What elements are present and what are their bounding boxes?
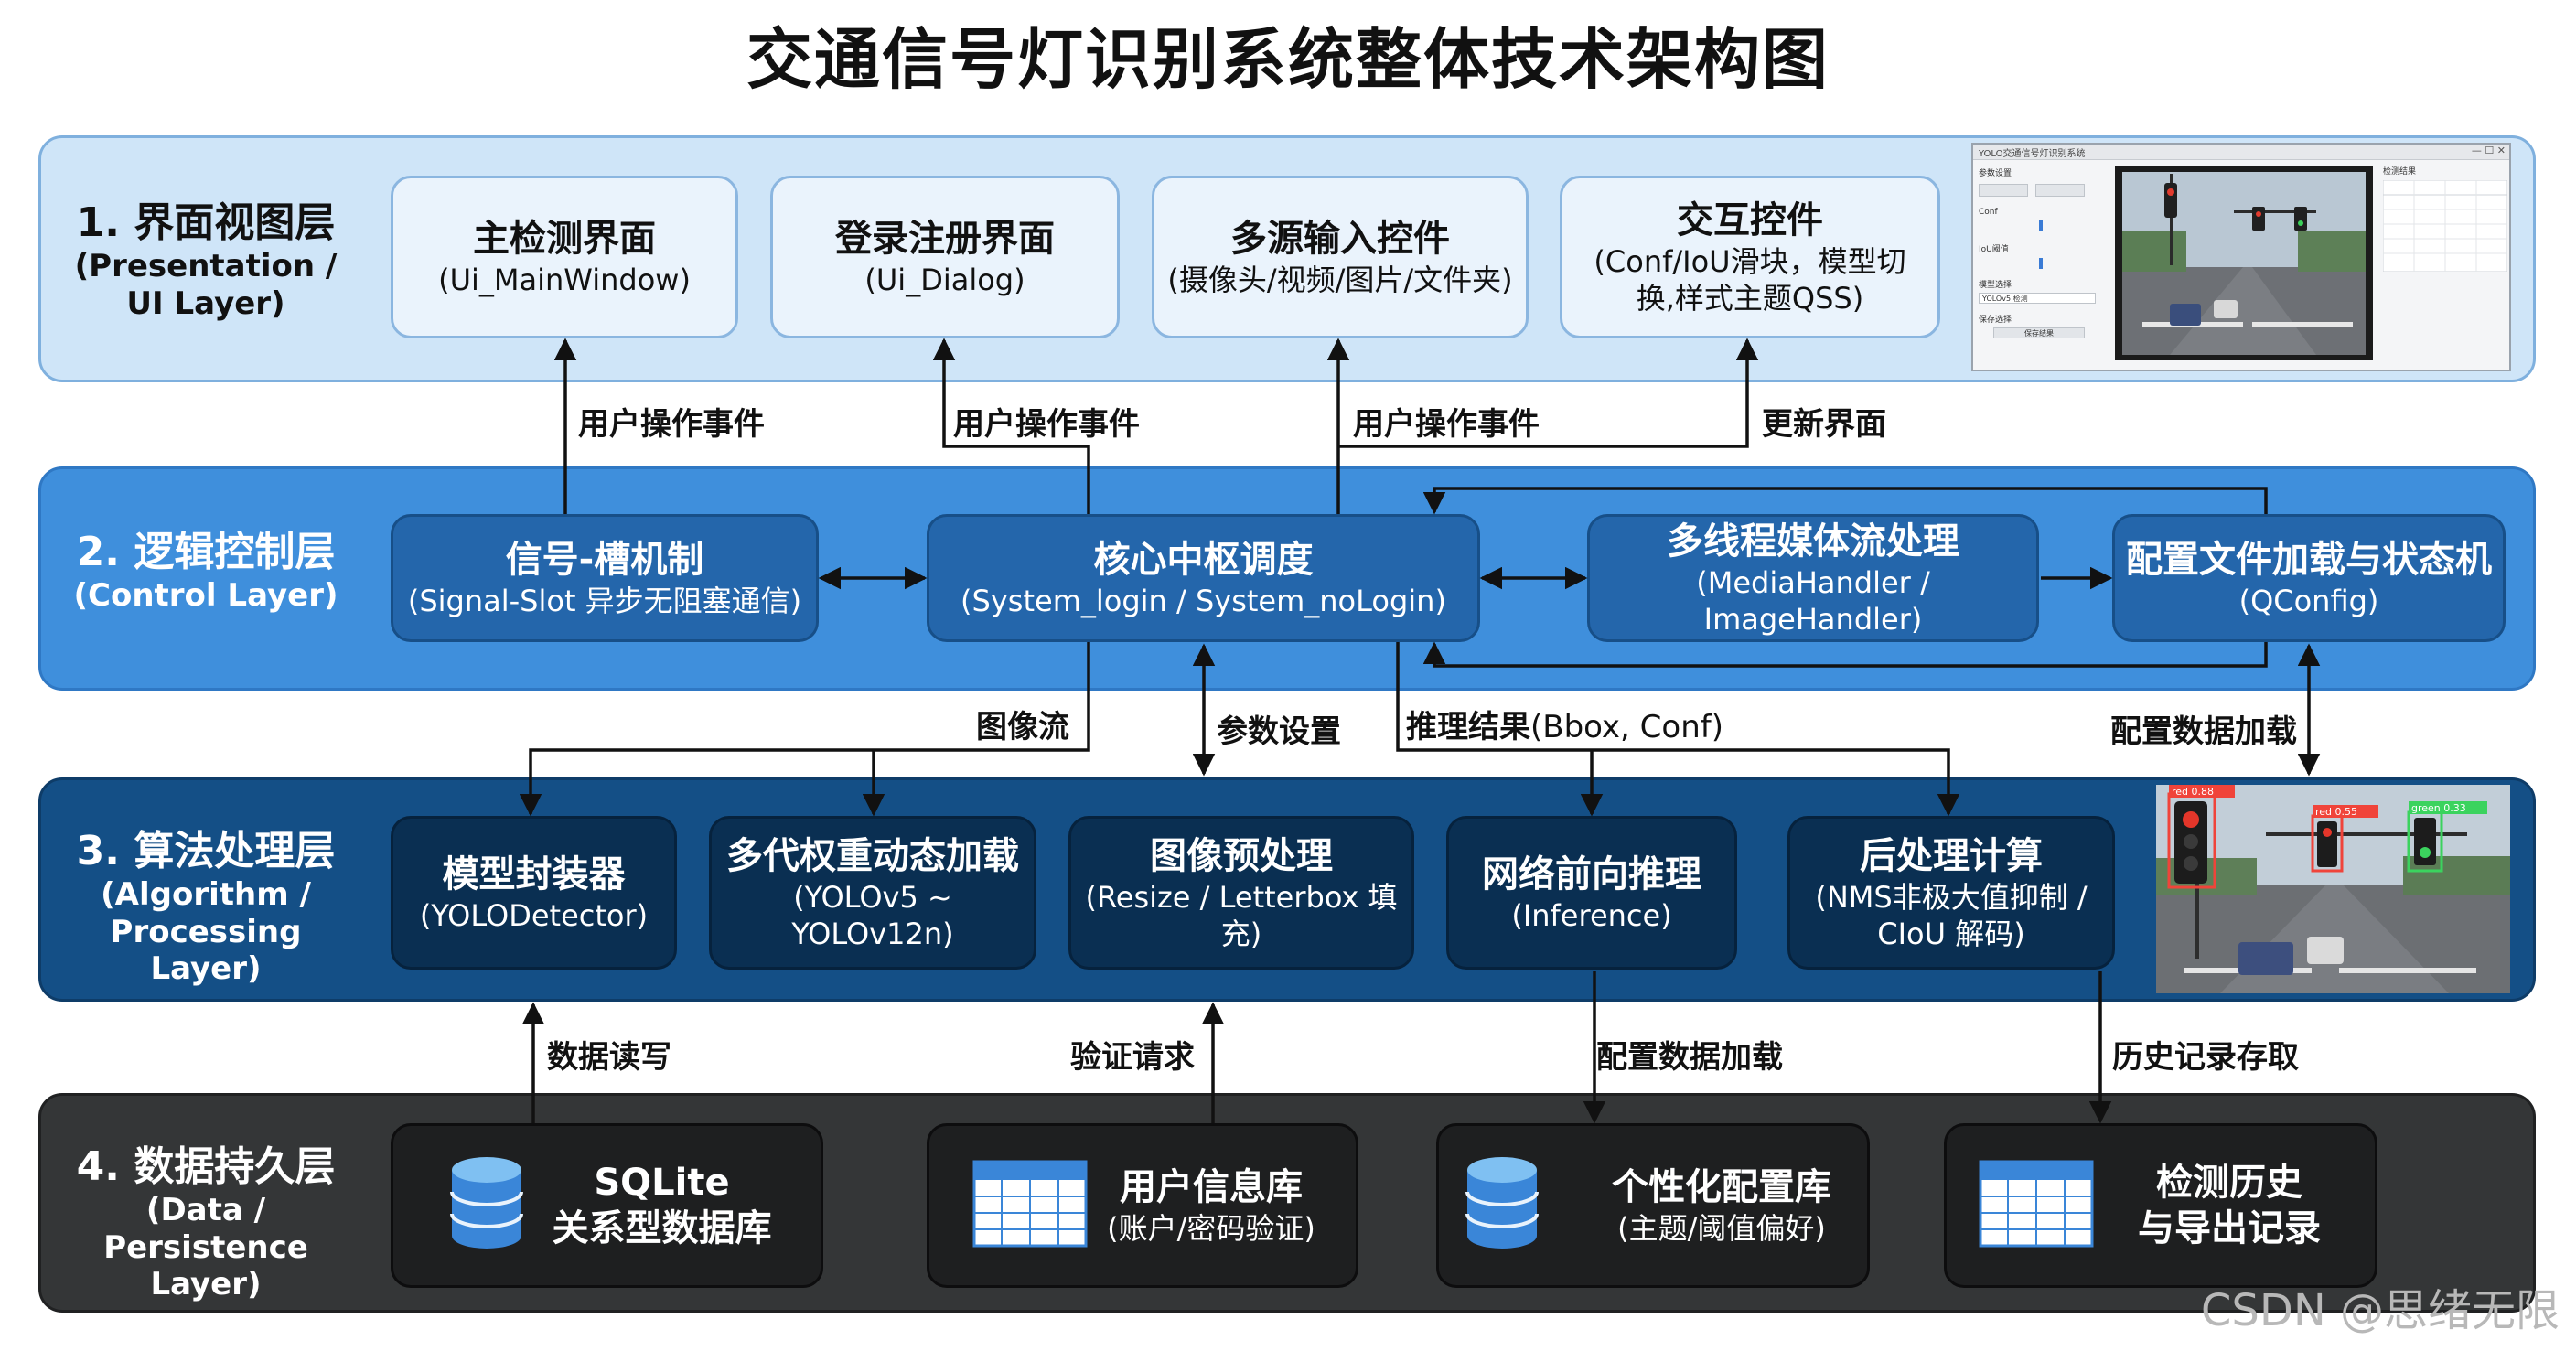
detection-label-2: red 0.55: [2315, 806, 2357, 818]
watermark: CSDN @思绪无限: [2200, 1285, 2560, 1336]
table-icon: [1979, 1160, 2094, 1248]
ui-screenshot: YOLO交通信号灯识别系统 — ☐ ✕ 参数设置 Conf IoU阈值 模型选择…: [1971, 143, 2511, 371]
edge-label-image-stream: 图像流: [976, 709, 1069, 745]
algo-box-preprocess: 图像预处理 (Resize / Letterbox 填充): [1068, 816, 1414, 970]
algo-box-weight-loading: 多代权重动态加载 (YOLOv5 ~ YOLOv12n): [709, 816, 1036, 970]
detection-screenshot: red 0.88 red 0.55 green 0.33: [2156, 785, 2510, 993]
edge-label-update-ui: 更新界面: [1762, 406, 1886, 443]
edge-label-inference-result: 推理结果(Bbox, Conf): [1406, 709, 1723, 745]
edge-label-verify-request: 验证请求: [1070, 1039, 1195, 1076]
database-icon: [1465, 1157, 1539, 1249]
layer-2-label: 2. 逻辑控制层 (Control Layer): [73, 529, 338, 614]
edge-label-data-rw: 数据读写: [547, 1039, 671, 1076]
ctrl-box-signal-slot: 信号-槽机制 (Signal-Slot 异步无阻塞通信): [391, 514, 819, 642]
detection-label-1: red 0.88: [2172, 786, 2214, 798]
detection-label-3: green 0.33: [2411, 802, 2466, 814]
table-icon: [972, 1160, 1088, 1248]
ui-box-login-dialog: 登录注册界面 (Ui_Dialog): [770, 176, 1120, 338]
ui-box-main-window: 主检测界面 (Ui_MainWindow): [391, 176, 738, 338]
layer-3-label: 3. 算法处理层 (Algorithm / Processing Layer): [76, 828, 336, 988]
ui-box-multi-input: 多源输入控件 (摄像头/视频/图片/文件夹): [1152, 176, 1529, 338]
screenshot-titlebar: YOLO交通信号灯识别系统 — ☐ ✕: [1973, 145, 2509, 160]
window-controls-icon: — ☐ ✕: [2471, 145, 2506, 156]
edge-label-ui-event-2: 用户操作事件: [953, 406, 1140, 443]
screenshot-left-panel: 参数设置 Conf IoU阈值 模型选择 YOLOv5 检测 保存选择 保存结果: [1979, 165, 2107, 366]
layer-1-label: 1. 界面视图层 (Presentation / UI Layer): [74, 199, 338, 322]
ctrl-box-media-handler: 多线程媒体流处理 (MediaHandler / ImageHandler): [1587, 514, 2039, 642]
screenshot-video-frame: [2115, 166, 2373, 360]
diagram-title: 交通信号灯识别系统整体技术架构图: [746, 21, 1830, 98]
edge-label-config-load: 配置数据加载: [2110, 713, 2297, 750]
ctrl-box-qconfig: 配置文件加载与状态机 (QConfig): [2112, 514, 2506, 642]
data-box-history: 检测历史 与导出记录: [1944, 1123, 2377, 1288]
ctrl-box-core-scheduler: 核心中枢调度 (System_login / System_noLogin): [927, 514, 1480, 642]
algo-box-inference: 网络前向推理 (Inference): [1446, 816, 1737, 970]
algo-box-model-wrapper: 模型封装器 (YOLODetector): [391, 816, 677, 970]
edge-label-ui-event-3: 用户操作事件: [1353, 406, 1540, 443]
ui-box-interactive-controls: 交互控件 (Conf/IoU滑块，模型切换,样式主题QSS): [1560, 176, 1940, 338]
edge-label-ui-event-1: 用户操作事件: [578, 406, 765, 443]
layer-4-label: 4. 数据持久层 (Data / Persistence Layer): [76, 1143, 336, 1303]
edge-label-history-access: 历史记录存取: [2112, 1039, 2299, 1076]
database-icon: [450, 1157, 523, 1249]
edge-label-config-data-load: 配置数据加载: [1596, 1039, 1783, 1076]
edge-label-param-settings: 参数设置: [1217, 713, 1341, 750]
algo-box-postprocess: 后处理计算 (NMS非极大值抑制 / CIoU 解码): [1787, 816, 2115, 970]
detection-scene: red 0.88 red 0.55 green 0.33: [2156, 785, 2510, 993]
